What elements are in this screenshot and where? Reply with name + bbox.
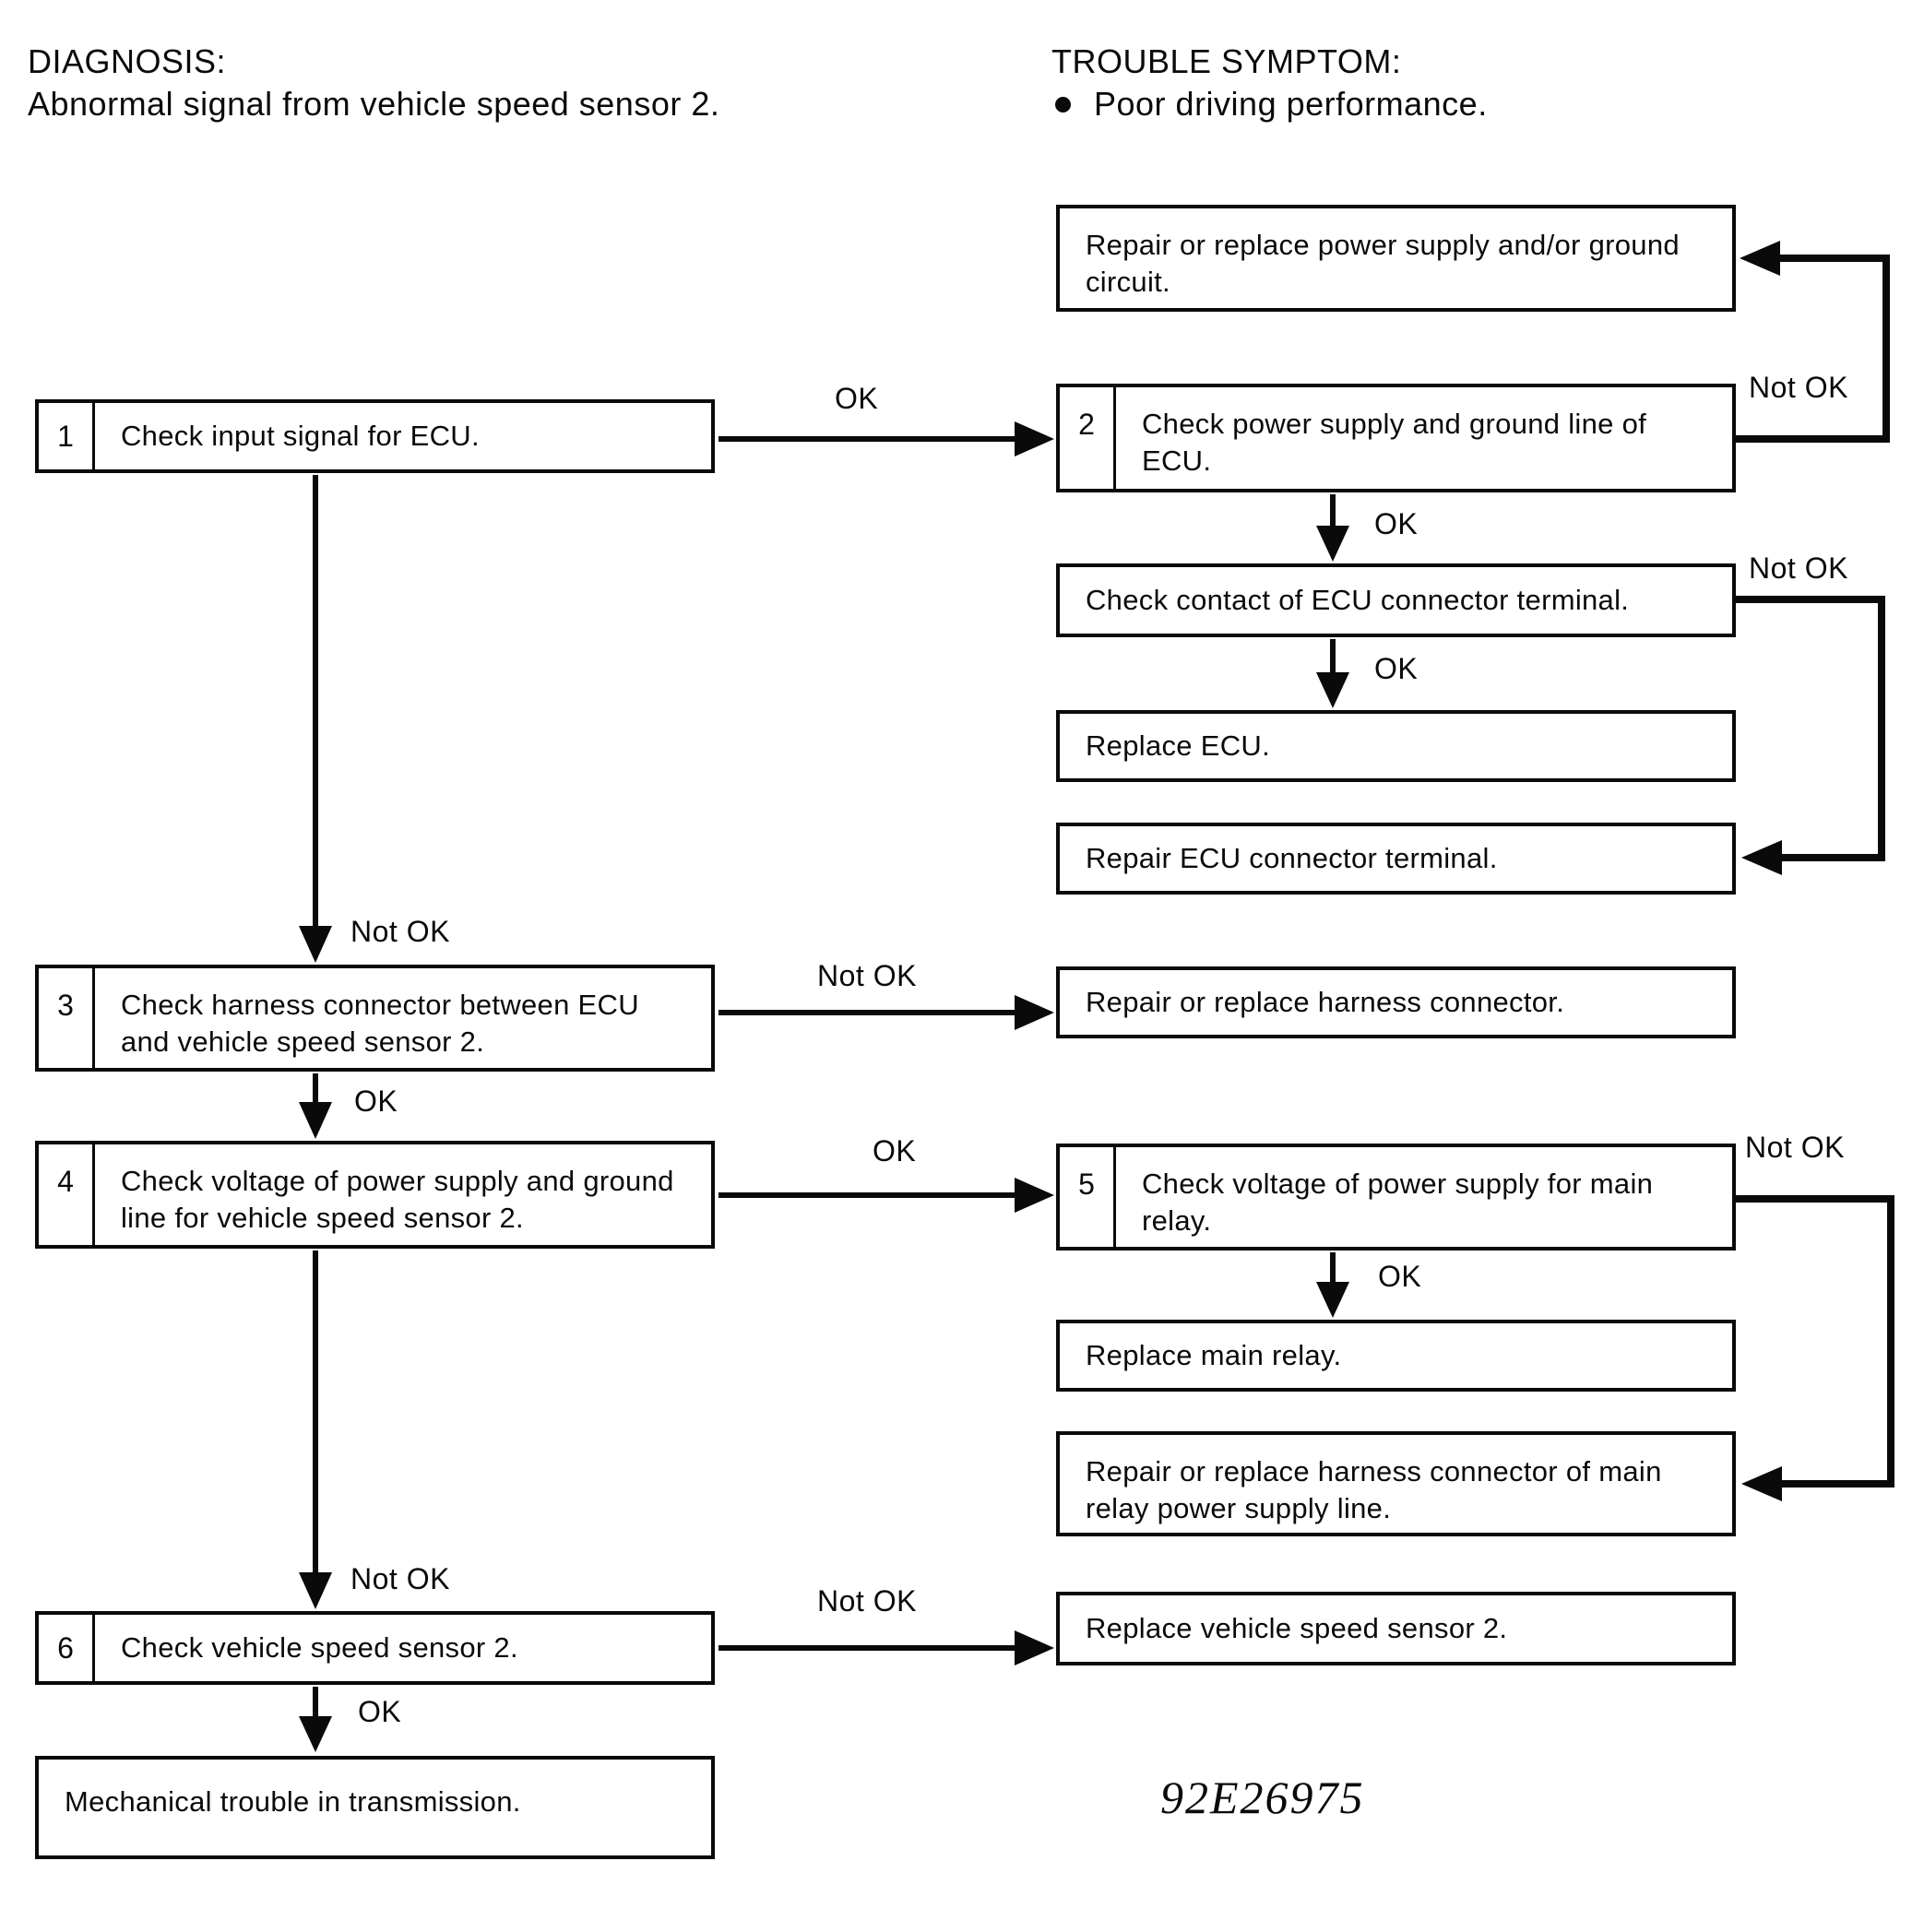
- edge-step5-repair-main-relay-harness: [1736, 1195, 1894, 1501]
- flow-node-mechanical-trouble: Mechanical trouble in transmission.: [35, 1756, 715, 1859]
- flow-node-check-contact: Check contact of ECU connector terminal.: [1056, 563, 1736, 637]
- edge-step3-step4: [299, 1073, 332, 1139]
- step2-text: Check power supply and ground line of EC…: [1142, 408, 1647, 477]
- bullet-icon: [1055, 96, 1071, 113]
- replace-speed-sensor-text: Replace vehicle speed sensor 2.: [1086, 1612, 1508, 1644]
- repair-power-text: Repair or replace power supply and/or gr…: [1086, 229, 1680, 298]
- edge-label-not-ok: Not OK: [350, 915, 450, 948]
- edge-label-not-ok: Not OK: [817, 959, 917, 992]
- step6-number: 6: [39, 1615, 95, 1681]
- edge-step6-mechanical-trouble: [299, 1687, 332, 1752]
- edge-label-not-ok: Not OK: [1745, 1131, 1845, 1164]
- step-number-text: 6: [57, 1630, 74, 1665]
- symptom-text: Poor driving performance.: [1094, 85, 1488, 123]
- step4-text: Check voltage of power supply and ground…: [121, 1165, 674, 1234]
- repair-harness-text: Repair or replace harness connector.: [1086, 986, 1565, 1018]
- edge-check-contact-replace-ecu: [1316, 639, 1349, 708]
- diagnosis-header: DIAGNOSIS: Abnormal signal from vehicle …: [28, 41, 719, 125]
- step1-number: 1: [39, 403, 95, 469]
- edge-label-ok: OK: [1374, 507, 1419, 540]
- flow-node-step5: 5 Check voltage of power supply for main…: [1056, 1144, 1736, 1250]
- trouble-symptom-header: TROUBLE SYMPTOM: Poor driving performanc…: [1051, 41, 1488, 125]
- symptom-line: Poor driving performance.: [1051, 83, 1488, 125]
- edge-label-ok: OK: [358, 1695, 402, 1728]
- edge-label-not-ok: Not OK: [1749, 371, 1848, 404]
- edge-label-not-ok: Not OK: [350, 1562, 450, 1595]
- step3-number: 3: [39, 968, 95, 1068]
- edge-label-ok: OK: [1378, 1260, 1422, 1293]
- edge-step1-step2: [719, 421, 1054, 456]
- check-contact-text: Check contact of ECU connector terminal.: [1086, 584, 1630, 616]
- flow-node-step2: 2 Check power supply and ground line of …: [1056, 384, 1736, 492]
- step2-number: 2: [1060, 387, 1116, 489]
- edge-label-ok: OK: [873, 1134, 917, 1167]
- flow-node-step3: 3 Check harness connector between ECU an…: [35, 965, 715, 1072]
- flow-node-repair-main-relay-harness: Repair or replace harness connector of m…: [1056, 1431, 1736, 1536]
- edge-step2-check-contact: [1316, 494, 1349, 562]
- flow-node-replace-ecu: Replace ECU.: [1056, 710, 1736, 782]
- trouble-symptom-heading: TROUBLE SYMPTOM:: [1051, 42, 1402, 80]
- flow-node-step4: 4 Check voltage of power supply and grou…: [35, 1141, 715, 1249]
- edge-label-not-ok: Not OK: [1749, 551, 1848, 585]
- edge-label-ok: OK: [835, 382, 879, 415]
- repair-ecu-connector-text: Repair ECU connector terminal.: [1086, 842, 1498, 874]
- step-number-text: 5: [1078, 1167, 1095, 1201]
- step-number-text: 3: [57, 989, 74, 1022]
- edge-check-contact-repair-ecu-connector: [1736, 596, 1885, 875]
- step-number-text: 4: [57, 1165, 74, 1198]
- edge-label-not-ok: Not OK: [817, 1584, 917, 1618]
- step5-text: Check voltage of power supply for main r…: [1142, 1167, 1654, 1237]
- replace-ecu-text: Replace ECU.: [1086, 729, 1271, 762]
- flow-node-step6: 6 Check vehicle speed sensor 2.: [35, 1611, 715, 1685]
- figure-id: 92E26975: [1160, 1772, 1365, 1823]
- flow-node-replace-main-relay: Replace main relay.: [1056, 1320, 1736, 1392]
- step4-number: 4: [39, 1144, 95, 1245]
- flow-node-replace-speed-sensor: Replace vehicle speed sensor 2.: [1056, 1592, 1736, 1665]
- diagnosis-text: Abnormal signal from vehicle speed senso…: [28, 85, 720, 123]
- step6-text: Check vehicle speed sensor 2.: [121, 1631, 518, 1664]
- replace-main-relay-text: Replace main relay.: [1086, 1339, 1342, 1371]
- edge-step3-repair-harness: [719, 995, 1054, 1030]
- edge-step2-repair-power: [1736, 241, 1890, 443]
- flow-node-repair-harness: Repair or replace harness connector.: [1056, 966, 1736, 1038]
- step-number-text: 1: [57, 419, 74, 453]
- edge-step1-step3: [299, 475, 332, 963]
- edge-step6-replace-speed-sensor: [719, 1630, 1054, 1665]
- step-number-text: 2: [1078, 408, 1095, 441]
- edge-step4-step5: [719, 1178, 1054, 1213]
- flow-node-repair-ecu-connector: Repair ECU connector terminal.: [1056, 823, 1736, 895]
- flow-node-step1: 1 Check input signal for ECU.: [35, 399, 715, 473]
- step1-text: Check input signal for ECU.: [121, 420, 480, 452]
- repair-main-relay-harness-text: Repair or replace harness connector of m…: [1086, 1455, 1662, 1524]
- step3-text: Check harness connector between ECU and …: [121, 989, 639, 1058]
- edge-step4-step6: [299, 1250, 332, 1609]
- edge-step5-replace-main-relay: [1316, 1252, 1349, 1318]
- diagnosis-heading: DIAGNOSIS:: [28, 42, 227, 80]
- edge-label-ok: OK: [1374, 652, 1419, 685]
- step5-number: 5: [1060, 1147, 1116, 1247]
- edge-label-ok: OK: [354, 1085, 398, 1118]
- mechanical-trouble-text: Mechanical trouble in transmission.: [65, 1785, 521, 1818]
- flow-node-repair-power: Repair or replace power supply and/or gr…: [1056, 205, 1736, 312]
